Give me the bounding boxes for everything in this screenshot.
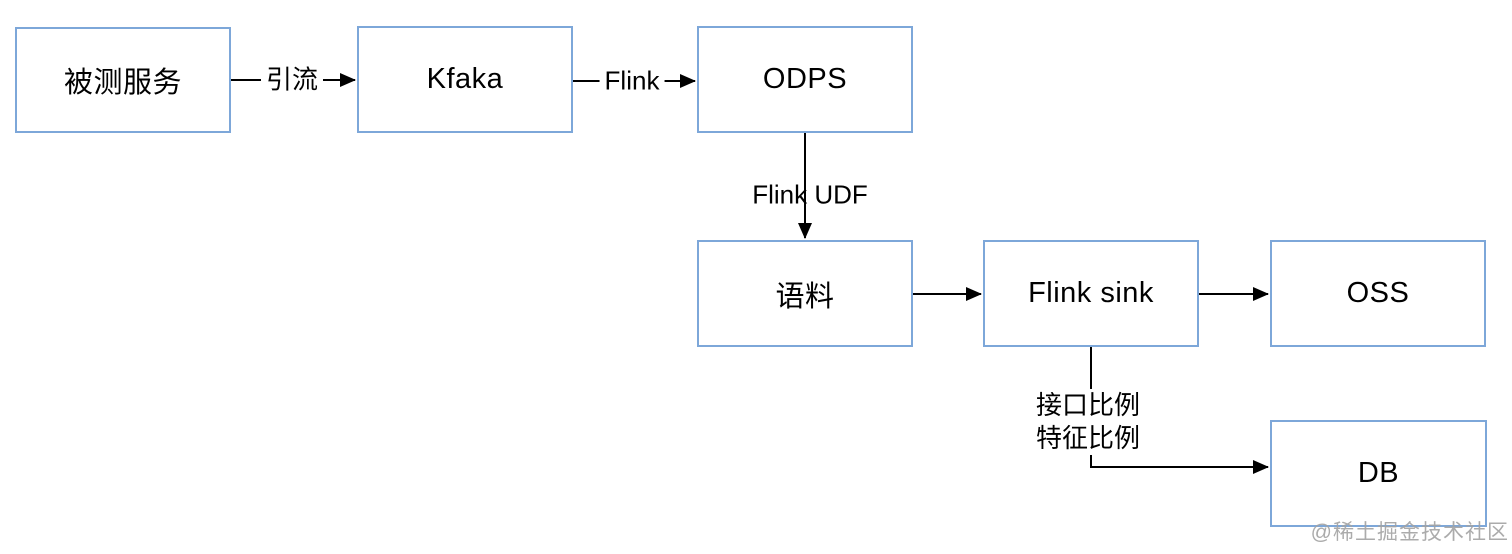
node-tested-service: 被测服务 bbox=[15, 27, 231, 133]
node-label-odps: ODPS bbox=[762, 63, 848, 95]
edge-label-service-to-kafka: 引流 bbox=[260, 63, 324, 97]
watermark: @稀土掘金技术社区 bbox=[1310, 521, 1509, 544]
node-label-corpus: 语料 bbox=[775, 280, 835, 313]
node-flink-sink: Flink sink bbox=[983, 240, 1199, 347]
node-kafka: Kfaka bbox=[357, 26, 573, 133]
node-corpus: 语料 bbox=[697, 240, 913, 347]
node-db: DB bbox=[1270, 420, 1487, 527]
node-odps: ODPS bbox=[697, 26, 913, 133]
node-label-kafka: Kfaka bbox=[426, 63, 504, 95]
edge-label-flinksink-to-db: 接口比例 特征比例 bbox=[1030, 388, 1146, 456]
node-label-oss: OSS bbox=[1346, 277, 1410, 309]
node-label-flink-sink: Flink sink bbox=[1028, 277, 1154, 309]
edge-label-kafka-to-odps: Flink bbox=[599, 64, 665, 98]
edge-label-odps-to-corpus: Flink UDF bbox=[752, 179, 868, 210]
node-label-tested-service: 被测服务 bbox=[63, 67, 182, 99]
node-label-db: DB bbox=[1357, 457, 1400, 489]
node-oss: OSS bbox=[1270, 240, 1486, 347]
